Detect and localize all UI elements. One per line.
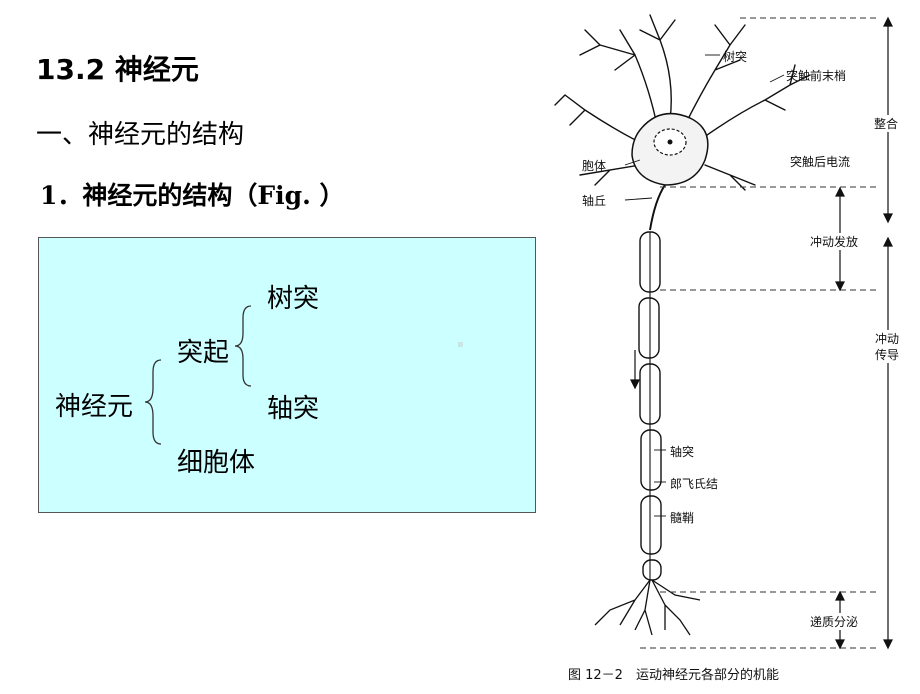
process-brace xyxy=(234,305,252,387)
axon-line xyxy=(649,184,666,231)
label-axon: 轴突 xyxy=(670,445,695,459)
label-myelin-sheath: 髓鞘 xyxy=(670,511,695,525)
region-separators xyxy=(640,17,880,649)
tree-leaf-axon: 轴突 xyxy=(267,394,320,424)
myelin-segments xyxy=(638,231,662,581)
neuron-drawing xyxy=(554,14,893,650)
axon-terminals xyxy=(594,579,701,636)
tree-brackets xyxy=(144,305,252,445)
function-conduction-line2: 传导 xyxy=(875,346,900,363)
figure-caption: 图 12－2 运动神经元各部分的机能 xyxy=(568,668,779,683)
slide-title: 13.2 神经元 xyxy=(36,53,199,86)
label-leaders xyxy=(624,54,785,517)
neuron-figure: 树突 突触前末梢 胞体 突触后电流 轴丘 轴突 郎飞氏结 髓鞘 整合 冲动发放 … xyxy=(540,0,920,690)
tree-branch-cell-body: 细胞体 xyxy=(177,448,256,478)
tree-branch-process: 突起 xyxy=(177,338,230,368)
function-transmitter-release: 递质分泌 xyxy=(810,613,859,630)
function-integration: 整合 xyxy=(874,115,899,132)
label-presynaptic-terminal: 突触前末梢 xyxy=(786,69,847,83)
section-heading: 一、神经元的结构 xyxy=(36,120,245,150)
label-cell-body: 胞体 xyxy=(582,159,607,173)
label-node-of-ranvier: 郎飞氏结 xyxy=(670,477,719,491)
function-conduction-line1: 冲动 xyxy=(875,330,900,347)
subsection-heading: 1．神经元的结构（Fig. ） xyxy=(40,181,345,210)
label-axon-hillock: 轴丘 xyxy=(582,194,607,208)
tree-leaf-dendrite: 树突 xyxy=(267,284,320,314)
tree-root: 神经元 xyxy=(55,392,134,422)
small-dot xyxy=(458,342,463,347)
label-postsynaptic-current: 突触后电流 xyxy=(790,155,851,169)
root-brace xyxy=(144,359,162,445)
label-dendrite: 树突 xyxy=(723,50,748,64)
structure-tree-box: 神经元 突起 树突 轴突 细胞体 xyxy=(38,237,536,513)
function-impulse-firing: 冲动发放 xyxy=(810,233,859,250)
dendrite-lines xyxy=(579,29,659,131)
